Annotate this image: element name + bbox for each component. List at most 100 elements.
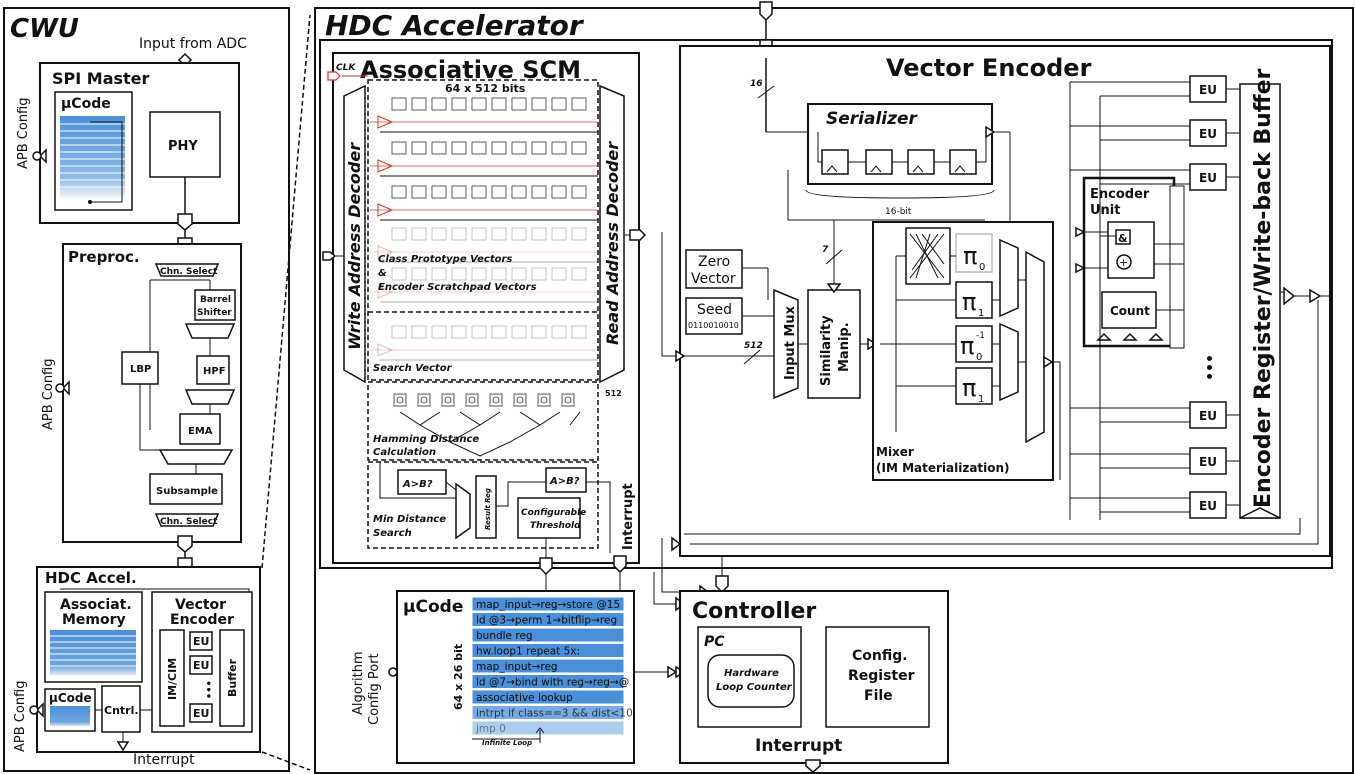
pi0-ghost: π [963,242,977,270]
scm-flip-flop [411,227,427,241]
mixer-label-1: Mixer [876,445,914,459]
scm-flip-flop [531,97,547,111]
scm-flip-flop [511,227,527,241]
scm-flip-flop [531,185,547,199]
w7-label: 7 [822,245,829,255]
write-decoder-label: Write Address Decoder [345,142,364,350]
eu-small-2: EU [193,659,209,672]
encoder-unit-label-1: Encoder [1090,187,1150,202]
ucode-line: jmp 0 [475,723,506,735]
scm-flip-flop [411,185,427,199]
lbp-block [121,351,159,385]
scm-flip-flop [531,267,547,281]
scm-flip-flop [511,97,527,111]
scm-flip-flop [571,97,587,111]
class-proto-label: Class Prototype Vectors [378,254,512,265]
ucode-line-bg [471,627,625,643]
apb-config-3: APB Config [13,681,28,753]
scm-flip-flop [451,97,467,111]
eu-small-1: EU [193,635,209,648]
cntrl-small-block [101,685,141,733]
result-reg-label: Result Reg [484,488,492,530]
pi1-1: π [962,288,976,316]
pi0-inv-sup: -1 [976,331,985,341]
scm-flip-flop [391,227,407,241]
zero-label-1: Zero [698,254,730,270]
ucode-line-bg [471,658,625,674]
pi1-2-sub: 1 [978,394,984,405]
spi-ucode-label: µCode [61,96,111,112]
config-reg-1: Config. [852,648,908,664]
hw-loop-2: Loop Counter [716,682,793,693]
ucode-line: ld @3→perm 1→bitflip→reg [476,615,617,627]
hpf-block [196,355,230,385]
scm-flip-flop [511,185,527,199]
eu-label: EU [1199,83,1217,97]
ucode-line: map_input→reg→store @15 [476,599,620,611]
scm-flip-flop [491,267,507,281]
algo-config-1: Algorithm [351,651,366,715]
min-distance-1: Min Distance [373,514,446,525]
scm-flip-flop [551,227,567,241]
clk-label: CLK [336,63,356,73]
apb-config-1: APB Config [16,98,31,170]
scm-flip-flop [471,97,487,111]
eu-label: EU [1199,455,1217,469]
and-gate-label: & [1118,232,1128,245]
ema-block [179,413,221,445]
w16-label: 16 [750,79,763,89]
scm-flip-flop [551,141,567,155]
scm-flip-flop [531,325,547,339]
scm-flip-flop [391,141,407,155]
scm-flip-flop [431,325,447,339]
associat-label: Associat. [60,597,132,613]
write-decoder [343,84,366,384]
ucode-line-bg [471,612,625,627]
scm-bits: 64 x 512 bits [445,82,526,95]
scm-flip-flop [431,267,447,281]
encoder-eu [1189,401,1227,429]
ucode-line-bg [471,689,625,705]
scm-flip-flop [431,227,447,241]
pi1-1-sub: 1 [978,308,984,319]
pc-label: PC [704,634,725,650]
vector-label: Vector [175,597,226,613]
scm-interrupt-label: Interrupt [621,483,636,550]
scm-flip-flop [571,325,587,339]
ucode-line-bg [471,674,625,689]
scm-flip-flop [391,325,407,339]
hamming-label-2: Calculation [373,447,436,458]
search-vector-label: Search Vector [373,363,453,374]
input-mux-label: Input Mux [783,305,798,380]
ucode-line-bg [471,643,625,658]
hdc-accelerator-panel: HDC Accelerator Associative SCM CLK 64 x… [314,1,1354,774]
im-cim-label: IM/CIM [166,658,179,700]
chn-select-2: Chn. Select [160,517,218,527]
serializer-label: Serializer [826,109,919,129]
hdc-accel-small-title: HDC Accel. [45,569,137,587]
scratchpad-label: Encoder Scratchpad Vectors [378,282,537,293]
pi0-ghost-sub: 0 [979,262,985,273]
serializer-ff [865,149,893,175]
input-mux [773,288,799,400]
scm-flip-flop [391,267,407,281]
ucode-line: map_input→reg [476,661,558,673]
eu-small-dots: ••• [202,680,213,699]
encoder-label: Encoder [170,612,234,628]
subsample-label: Subsample [156,486,218,497]
similarity-block [807,289,861,399]
ucode-line: ld @7→bind with reg→reg→@ [476,677,629,689]
hdc-title: HDC Accelerator [325,9,585,42]
scm-flip-flop [451,185,467,199]
config-register-block [825,626,930,728]
ema-label: EMA [188,426,213,437]
cntrl-small-label: Cntrl. [104,704,139,717]
writeback-buffer [1239,83,1281,519]
controller-interrupt: Interrupt [755,736,842,756]
a-gt-b-1: A>B? [402,479,433,490]
algo-config-2: Config Port [367,653,382,725]
ucode-listing: map_input→reg→store @15 ld @3→perm 1→bitf… [471,596,633,736]
scm-flip-flop [451,141,467,155]
